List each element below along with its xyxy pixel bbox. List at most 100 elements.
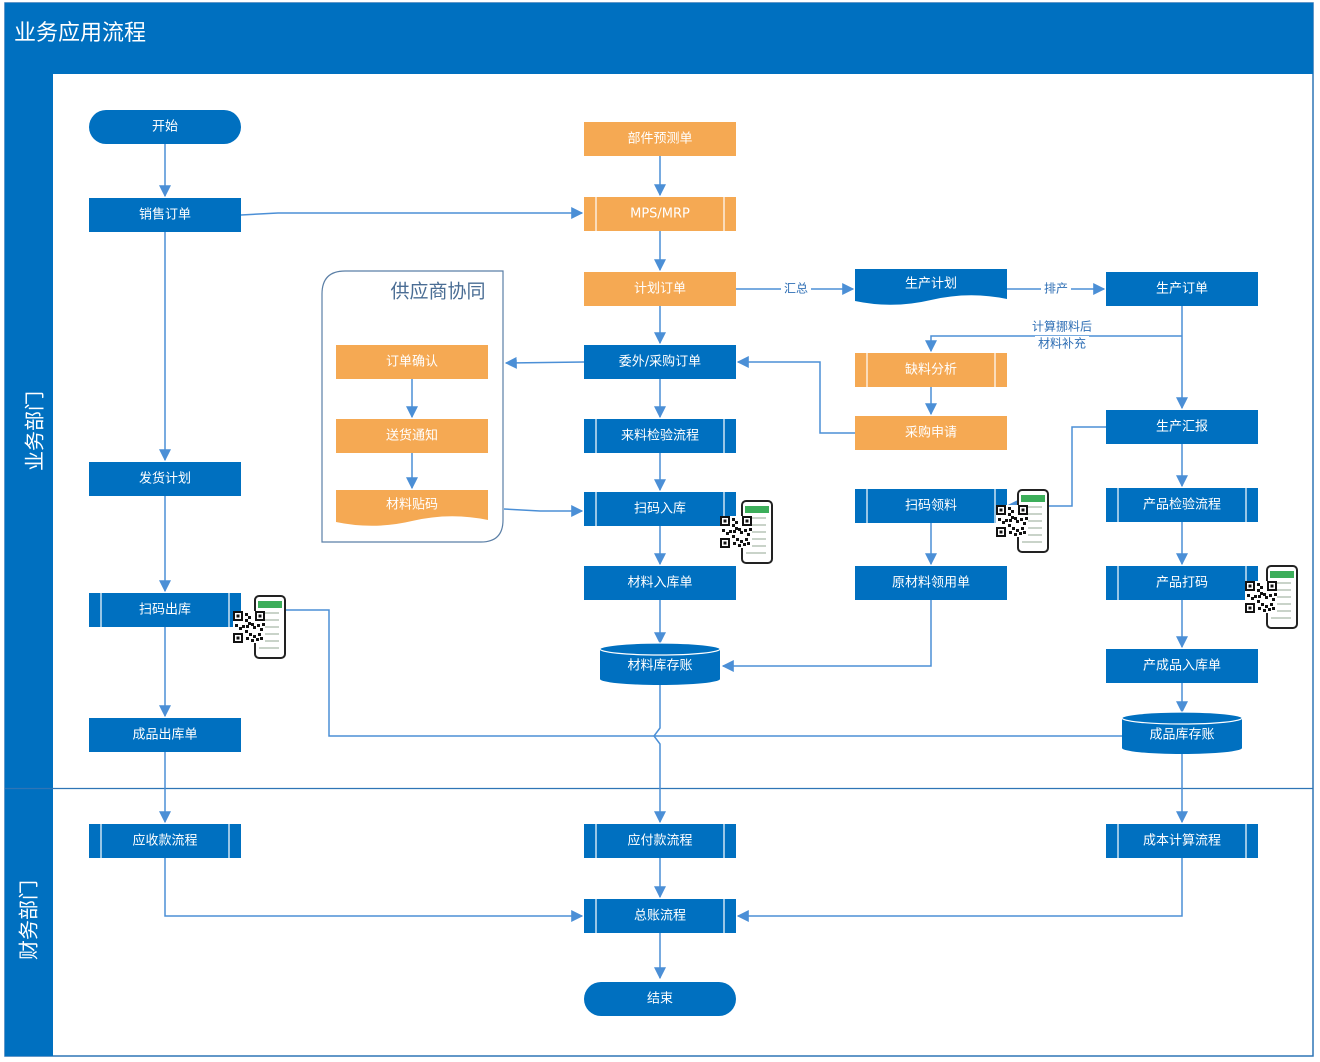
edge-labels: 汇总排产计算挪料后材料补充 (781, 281, 1095, 352)
qr-code-icon (720, 516, 752, 548)
node-mat-in: 材料入库单 (584, 566, 736, 600)
node-fg-out: 成品出库单 (89, 718, 241, 752)
node-scan-in: 扫码入库 (584, 492, 736, 526)
box-shape (584, 122, 736, 156)
box-shape (336, 345, 488, 379)
node-fg-ledger: 成品库存账 (1121, 711, 1243, 754)
node-label: 委外/采购订单 (619, 354, 701, 370)
data-store-shape (1122, 712, 1242, 754)
node-prod-order: 生产订单 (1106, 272, 1258, 306)
box-shape (1106, 566, 1258, 600)
node-label: 生产订单 (1156, 282, 1208, 297)
node-iqc: 来料检验流程 (584, 419, 736, 453)
node-gl-flow: 总账流程 (584, 899, 736, 933)
pool-frame (4, 2, 1314, 1057)
box-shape (89, 462, 241, 496)
scan-devices (233, 489, 1298, 659)
node-label: 原材料领用单 (892, 576, 970, 591)
node-label: 总账流程 (634, 909, 686, 924)
node-po: 委外/采购订单 (584, 345, 736, 379)
node-label: 应付款流程 (627, 833, 692, 849)
node-label: 来料检验流程 (621, 428, 699, 444)
edge-label-bg (1041, 281, 1071, 297)
node-label: 销售订单 (139, 207, 191, 223)
title-bar (5, 3, 1313, 74)
node-label: 材料贴码 (386, 498, 438, 513)
node-label: 缺料分析 (905, 363, 957, 378)
box-shape (855, 566, 1007, 600)
node-mat-issue: 原材料领用单 (855, 566, 1007, 600)
node-label: 送货通知 (386, 428, 438, 444)
box-shape (1106, 272, 1258, 306)
node-parts-fc: 部件预测单 (584, 122, 736, 156)
node-label: 计划订单 (634, 282, 686, 297)
node-prod-report: 生产汇报 (1106, 410, 1258, 444)
flow-edge (653, 685, 666, 824)
box-shape (855, 416, 1007, 450)
flow-edge (736, 356, 856, 434)
document-shape (336, 490, 488, 526)
flow-edge (164, 858, 584, 922)
node-label: 材料库存账 (627, 658, 692, 674)
node-label: 生产汇报 (1156, 420, 1208, 435)
qr-code-icon (1245, 581, 1277, 613)
node-label: 产品打码 (1156, 576, 1208, 591)
box-shape (584, 824, 736, 858)
scan-phone-icon (1245, 565, 1298, 629)
node-start: 开始 (89, 110, 241, 144)
node-cost-flow: 成本计算流程 (1106, 824, 1258, 858)
box-shape (1106, 824, 1258, 858)
node-label: 成品出库单 (132, 727, 197, 743)
scan-phone-icon (720, 500, 773, 564)
qr-code-icon (996, 505, 1028, 537)
node-fg-in: 产成品入库单 (1106, 649, 1258, 683)
node-ship-notice: 送货通知 (336, 419, 488, 453)
box-shape (584, 419, 736, 453)
edge-label-calc1: 计算挪料后 (1032, 319, 1092, 334)
node-pur-req: 采购申请 (855, 416, 1007, 450)
data-store-rim (599, 642, 721, 656)
node-scan-pick: 扫码领料 (855, 489, 1007, 523)
node-prod-label: 产品打码 (1106, 566, 1258, 600)
edge-label-schedule: 排产 (1044, 282, 1068, 296)
box-shape (855, 353, 1007, 387)
edge-label-bg (1029, 319, 1095, 335)
lane-label-finance: 财务部门 (17, 880, 41, 960)
node-order-confirm: 订单确认 (336, 345, 488, 379)
node-ap-flow: 应付款流程 (584, 824, 736, 858)
box-shape (1106, 649, 1258, 683)
node-label: 成本计算流程 (1143, 834, 1221, 849)
node-label: 发货计划 (139, 471, 191, 487)
node-label: 产品检验流程 (1143, 497, 1221, 513)
node-label: 成品库存账 (1149, 727, 1214, 743)
node-plan-order: 计划订单 (584, 272, 736, 306)
node-label: 结束 (647, 992, 673, 1007)
node-ship-plan: 发货计划 (89, 462, 241, 496)
node-mat-label: 材料贴码 (336, 490, 488, 526)
node-shortage: 缺料分析 (855, 353, 1007, 387)
node-label: 生产计划 (905, 277, 957, 292)
lane-header-finance (5, 789, 53, 1056)
node-end: 结束 (584, 982, 736, 1016)
flow-edge (285, 609, 1122, 737)
lane-header-business (5, 74, 53, 788)
box-shape (584, 899, 736, 933)
box-shape (584, 272, 736, 306)
terminal-shape (584, 982, 736, 1016)
box-shape (584, 492, 736, 526)
node-label: 扫码入库 (634, 501, 686, 517)
box-shape (89, 198, 241, 232)
node-label: 采购申请 (905, 425, 957, 441)
flow-edge (504, 356, 585, 369)
box-shape (89, 824, 241, 858)
diagram-title: 业务应用流程 (14, 21, 146, 46)
node-label: 订单确认 (386, 355, 438, 370)
box-shape (1106, 410, 1258, 444)
node-label: 材料入库单 (627, 575, 692, 591)
flow-edge (925, 335, 1182, 353)
box-shape (584, 566, 736, 600)
nodes: 开始销售订单发货计划扫码出库成品出库单应收款流程部件预测单MPS/MRP计划订单… (89, 110, 1258, 1016)
data-store-rim (1121, 711, 1243, 725)
box-shape (584, 197, 736, 231)
data-store-shape (600, 643, 720, 685)
